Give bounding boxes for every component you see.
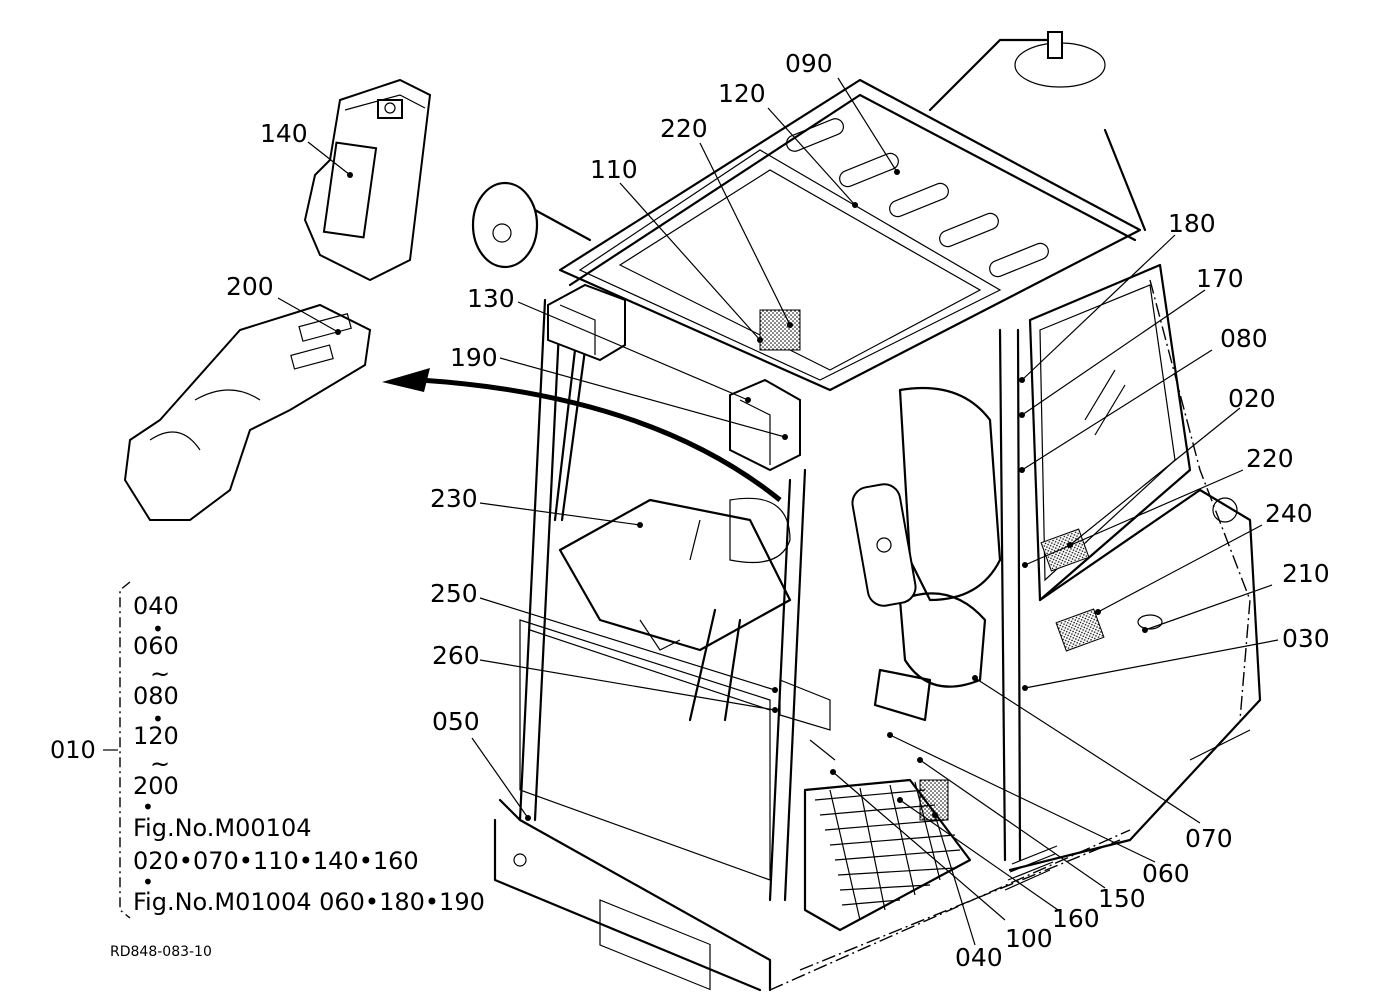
leader-lines bbox=[277, 77, 1279, 946]
legend-tilde-1: ~ bbox=[150, 660, 170, 688]
assembly-number: 010 bbox=[50, 736, 96, 764]
callout-040: 040 bbox=[955, 943, 1003, 972]
legend-figno-2: Fig.No.M01004 060•180•190 bbox=[133, 888, 485, 916]
callout-220-top: 220 bbox=[660, 114, 708, 143]
callout-240: 240 bbox=[1265, 499, 1313, 528]
callout-260: 260 bbox=[432, 641, 480, 670]
location-arrowhead bbox=[382, 368, 430, 392]
inset-part-200 bbox=[123, 303, 372, 521]
legend-dot-4: • bbox=[142, 870, 154, 894]
legend-figno-1: Fig.No.M00104 bbox=[133, 814, 312, 842]
callout-210: 210 bbox=[1282, 559, 1330, 588]
legend-line-120: 120 bbox=[133, 722, 179, 750]
callout-090: 090 bbox=[785, 49, 833, 78]
callout-020: 020 bbox=[1228, 384, 1276, 413]
inset-part-140 bbox=[303, 78, 432, 282]
legend-line-040: 040 bbox=[133, 592, 179, 620]
callout-labels: 090 120 220 110 140 200 130 190 230 250 … bbox=[226, 49, 1330, 972]
callout-220-right: 220 bbox=[1246, 444, 1294, 473]
callout-030: 030 bbox=[1282, 624, 1330, 653]
cab-illustration bbox=[471, 31, 1262, 992]
callout-080: 080 bbox=[1220, 324, 1268, 353]
legend-dot-1: • bbox=[152, 617, 164, 641]
callout-050: 050 bbox=[432, 707, 480, 736]
legend-tilde-2: ~ bbox=[150, 750, 170, 778]
callout-250: 250 bbox=[430, 579, 478, 608]
legend-dot-3: • bbox=[142, 795, 154, 819]
legend-line-060: 060 bbox=[133, 632, 179, 660]
callout-060: 060 bbox=[1142, 859, 1190, 888]
callout-130: 130 bbox=[467, 284, 515, 313]
callout-170: 170 bbox=[1196, 264, 1244, 293]
callout-070: 070 bbox=[1185, 824, 1233, 853]
callout-180: 180 bbox=[1168, 209, 1216, 238]
legend-dot-2: • bbox=[152, 707, 164, 731]
legend-parts-1: 020•070•110•140•160 bbox=[133, 847, 419, 875]
callout-140: 140 bbox=[260, 119, 308, 148]
drawing-id: RD848-083-10 bbox=[110, 944, 212, 960]
callout-150: 150 bbox=[1098, 884, 1146, 913]
callout-120: 120 bbox=[718, 79, 766, 108]
callout-230: 230 bbox=[430, 484, 478, 513]
callout-190: 190 bbox=[450, 343, 498, 372]
callout-100: 100 bbox=[1005, 924, 1053, 953]
legend-line-200: 200 bbox=[133, 772, 179, 800]
location-arrow bbox=[419, 377, 782, 502]
callout-160: 160 bbox=[1052, 904, 1100, 933]
assembly-legend: 010 040 • 060 ~ 080 • 120 ~ 200 • Fig.No… bbox=[50, 581, 485, 919]
leader-dots bbox=[335, 169, 1148, 821]
callout-200: 200 bbox=[226, 272, 274, 301]
callout-110: 110 bbox=[590, 155, 638, 184]
legend-line-080: 080 bbox=[133, 682, 179, 710]
